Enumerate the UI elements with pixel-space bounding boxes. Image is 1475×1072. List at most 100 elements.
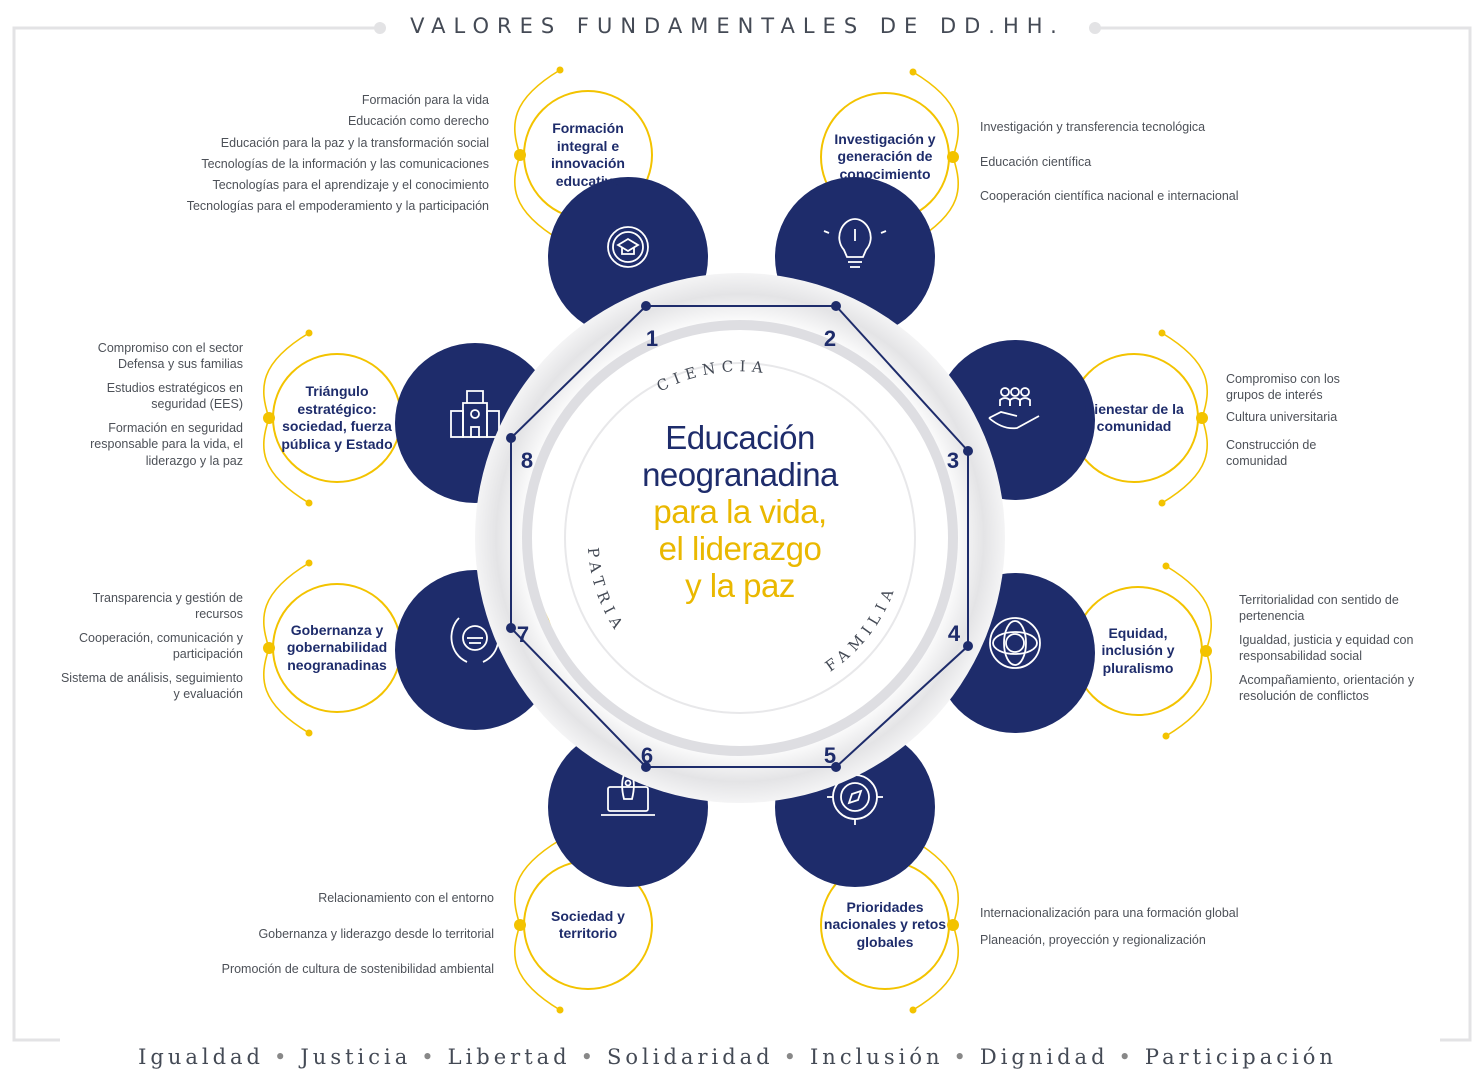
bracket-mid-dot <box>1196 412 1208 424</box>
list-item: Acompañamiento, orientación y resolución… <box>1239 673 1415 704</box>
list-item: Compromiso con el sector Defensa y sus f… <box>97 341 243 372</box>
pillar-3-items: Compromiso con los grupos de interés Cul… <box>1226 371 1376 470</box>
octagon-node <box>506 623 516 633</box>
list-item: Tecnologías para el aprendizaje y el con… <box>212 178 489 193</box>
community-hand-icon <box>988 387 1040 430</box>
value-separator: • <box>421 1045 438 1069</box>
lightbulb-icon <box>823 218 887 268</box>
pillar-3-number: 3 <box>947 448 959 473</box>
pillar-1-label: Formación integral e innovación educativ… <box>551 120 625 189</box>
value-separator: • <box>1118 1045 1135 1069</box>
bracket-end-dot <box>1162 562 1170 570</box>
list-item: Transparencia y gestión de recursos <box>92 591 243 622</box>
list-item: Cultura universitaria <box>1226 410 1338 424</box>
octagon-node <box>963 446 973 456</box>
octagon-node <box>641 301 651 311</box>
list-item: Cooperación, comunicación y participació… <box>79 631 243 662</box>
pillar-3-label: Bienestar de la comunidad <box>1084 400 1184 435</box>
value-item: Libertad <box>447 1045 571 1069</box>
list-item: Internacionalización para una formación … <box>980 906 1239 920</box>
pillar-6-number: 6 <box>641 743 653 768</box>
pillar-8-items: Compromiso con el sector Defensa y sus f… <box>58 340 243 469</box>
pillar-1-number: 1 <box>646 326 658 351</box>
pillar-4-items: Territorialidad con sentido de pertenenc… <box>1239 592 1439 705</box>
list-item: Investigación y transferencia tecnológic… <box>980 120 1206 134</box>
pillar-6-items: Relacionamiento con el entorno Gobernanz… <box>134 881 494 988</box>
pillar-2-items: Investigación y transferencia tecnológic… <box>980 110 1310 214</box>
center-title: Educación neogranadina para la vida, el … <box>600 419 880 605</box>
bracket-end-dot <box>556 66 564 74</box>
pillar-2-label: Investigación y generación de conocimien… <box>834 130 936 182</box>
bracket-end-dot <box>305 559 313 567</box>
octagon-node <box>831 301 841 311</box>
pillar-2-number: 2 <box>824 326 836 351</box>
bracket-end-dot <box>305 499 313 507</box>
bracket-end-dot <box>1158 329 1166 337</box>
value-item: Participación <box>1144 1045 1337 1069</box>
list-item: Igualdad, justicia y equidad con respons… <box>1239 633 1414 664</box>
center-line-4: el liderazgo <box>658 529 822 567</box>
list-item: Promoción de cultura de sostenibilidad a… <box>221 962 494 976</box>
value-separator: • <box>273 1045 291 1069</box>
value-separator: • <box>580 1045 598 1069</box>
value-item: Dignidad <box>979 1045 1109 1069</box>
list-item: Tecnologías para el empoderamiento y la … <box>186 199 489 214</box>
bracket-mid-dot <box>263 642 275 654</box>
value-item: Justicia <box>300 1045 412 1069</box>
building-icon <box>450 390 500 438</box>
bracket-mid-dot <box>263 412 275 424</box>
center-line-5: y la paz <box>685 566 795 604</box>
bracket-mid-dot <box>947 151 959 163</box>
bracket-end-dot <box>909 68 917 76</box>
list-item: Gobernanza y liderazgo desde lo territor… <box>258 926 494 941</box>
list-item: Cooperación científica nacional e intern… <box>980 189 1239 203</box>
list-item: Tecnologías de la información y las comu… <box>201 156 489 171</box>
bracket-end-dot <box>305 329 313 337</box>
bracket-end-dot <box>1158 499 1166 507</box>
list-item: Educación para la paz y la transformació… <box>220 135 489 150</box>
list-item: Construcción de comunidad <box>1226 438 1317 469</box>
list-item: Compromiso con los grupos de interés <box>1226 372 1340 403</box>
outer-frame <box>12 26 1472 1042</box>
pillar-6-label: Sociedad y territorio <box>551 907 625 942</box>
value-item: Inclusión <box>810 1045 944 1069</box>
value-item: Solidaridad <box>607 1045 774 1069</box>
value-separator: • <box>953 1045 970 1069</box>
octagon-node <box>963 641 973 651</box>
list-item: Territorialidad con sentido de pertenenc… <box>1239 593 1399 624</box>
inner-ring <box>522 320 958 756</box>
pillar-8-label: Triángulo estratégico: sociedad, fuerza … <box>281 383 393 452</box>
octagon-node <box>506 433 516 443</box>
bracket-end-dot <box>556 1006 564 1014</box>
octagon-node <box>831 762 841 772</box>
pillar-8-number: 8 <box>521 448 533 473</box>
pillar-5-items: Internacionalización para una formación … <box>980 900 1310 954</box>
bracket-end-dot <box>305 729 313 737</box>
pillar-4-number: 4 <box>948 621 961 646</box>
center-line-3: para la vida, <box>653 492 827 530</box>
list-item: Formación en seguridad responsable para … <box>90 421 243 468</box>
bracket-mid-dot <box>514 919 526 931</box>
bracket-end-dot <box>1162 732 1170 740</box>
value-item: Igualdad <box>138 1045 264 1069</box>
list-item: Sistema de análisis, seguimiento y evalu… <box>60 671 243 702</box>
pillar-7-label: Gobernanza y gobernabilidad neogranadina… <box>286 621 388 673</box>
values-footer: Igualdad • Justicia • Libertad • Solidaridad • I… <box>0 1045 1475 1069</box>
pillar-1-items: Formación para la vida Educación como de… <box>69 90 489 218</box>
value-separator: • <box>783 1045 800 1069</box>
pillar-4-label: Equidad, inclusión y pluralismo <box>1101 624 1175 676</box>
list-item: Educación como derecho <box>347 114 489 129</box>
list-item: Planeación, proyección y regionalización <box>980 933 1206 947</box>
list-item: Estudios estratégicos en seguridad (EES) <box>106 381 243 412</box>
list-item: Formación para la vida <box>361 93 489 107</box>
graduation-cap-icon <box>607 226 649 268</box>
pillar-5-number: 5 <box>824 743 836 768</box>
center-line-1: Educación <box>665 419 815 456</box>
bracket-mid-dot <box>514 149 526 161</box>
center-line-2: neogranadina <box>642 455 838 493</box>
bracket-mid-dot <box>1200 645 1212 657</box>
bracket-end-dot <box>909 1006 917 1014</box>
pillar-7-number: 7 <box>517 622 529 647</box>
list-item: Relacionamiento con el entorno <box>318 891 494 905</box>
